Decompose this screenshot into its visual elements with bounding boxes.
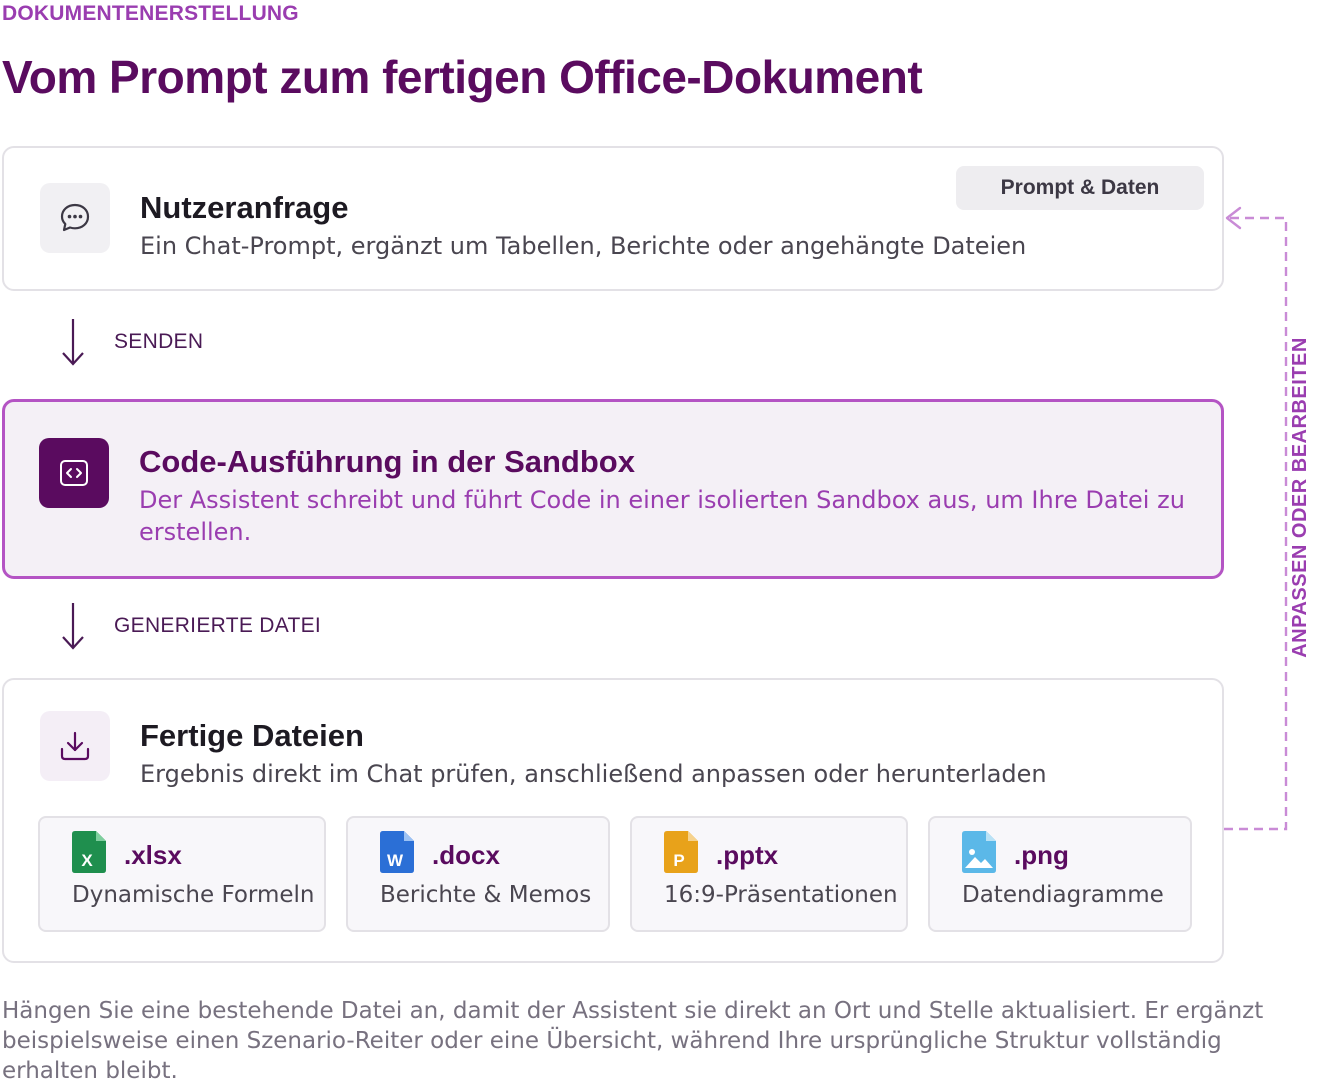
filetype-ext: .docx	[432, 840, 500, 870]
code-icon	[39, 438, 109, 508]
sandbox-title: Code-Ausführung in der Sandbox	[139, 444, 635, 479]
filetype-label: Dynamische Formeln	[72, 882, 315, 908]
filetype-label: Berichte & Memos	[380, 882, 592, 908]
powerpoint-file-icon: P	[662, 830, 700, 878]
filetype-label: Datendiagramme	[962, 882, 1164, 908]
svg-text:P: P	[673, 851, 684, 870]
page-title: Vom Prompt zum fertigen Office-Dokument	[2, 51, 923, 103]
request-card: Nutzeranfrage Ein Chat-Prompt, ergänzt u…	[2, 146, 1224, 291]
image-file-icon	[960, 830, 998, 878]
word-file-icon: W	[378, 830, 416, 878]
send-edge-label: SENDEN	[114, 330, 204, 353]
eyebrow-label: DOKUMENTENERSTELLUNG	[2, 2, 299, 25]
arrow-down-icon	[62, 603, 84, 650]
feedback-loop-label-wrap: ANPASSEN ODER BEARBEITEN	[1266, 332, 1322, 662]
send-edge: SENDEN	[60, 316, 203, 368]
download-icon	[40, 711, 110, 781]
prompt-data-badge: Prompt & Daten	[956, 166, 1204, 210]
output-title: Fertige Dateien	[140, 718, 364, 753]
arrow-down-icon	[62, 319, 84, 366]
filetype-ext: .pptx	[716, 840, 779, 870]
sandbox-description: Der Assistent schreibt und führt Code in…	[139, 486, 1185, 546]
filetype-ext: .xlsx	[124, 840, 182, 870]
footnote: Hängen Sie eine bestehende Datei an, dam…	[2, 998, 1264, 1084]
filetype-card-pptx: P .pptx 16:9-Präsentationen	[630, 816, 908, 932]
output-description: Ergebnis direkt im Chat prüfen, anschlie…	[140, 760, 1047, 788]
request-title: Nutzeranfrage	[140, 190, 349, 225]
generated-edge-label: GENERIERTE DATEI	[114, 614, 322, 637]
excel-file-icon: X	[70, 830, 108, 878]
svg-text:X: X	[81, 851, 93, 870]
output-card: Fertige Dateien Ergebnis direkt im Chat …	[2, 678, 1224, 963]
feedback-loop-label: ANPASSEN ODER BEARBEITEN	[1288, 336, 1311, 658]
filetype-ext: .png	[1014, 840, 1069, 870]
generated-edge: GENERIERTE DATEI	[60, 600, 321, 652]
sandbox-card: Code-Ausführung in der Sandbox Der Assis…	[2, 399, 1224, 579]
feedback-loop-connector	[1224, 206, 1288, 831]
chat-bubble-icon	[40, 183, 110, 253]
filetype-label: 16:9-Präsentationen	[664, 882, 898, 908]
filetype-card-xlsx: X .xlsx Dynamische Formeln	[38, 816, 326, 932]
filetype-card-docx: W .docx Berichte & Memos	[346, 816, 610, 932]
svg-text:W: W	[387, 851, 404, 870]
filetype-card-png: .png Datendiagramme	[928, 816, 1192, 932]
request-description: Ein Chat-Prompt, ergänzt um Tabellen, Be…	[140, 232, 1027, 260]
